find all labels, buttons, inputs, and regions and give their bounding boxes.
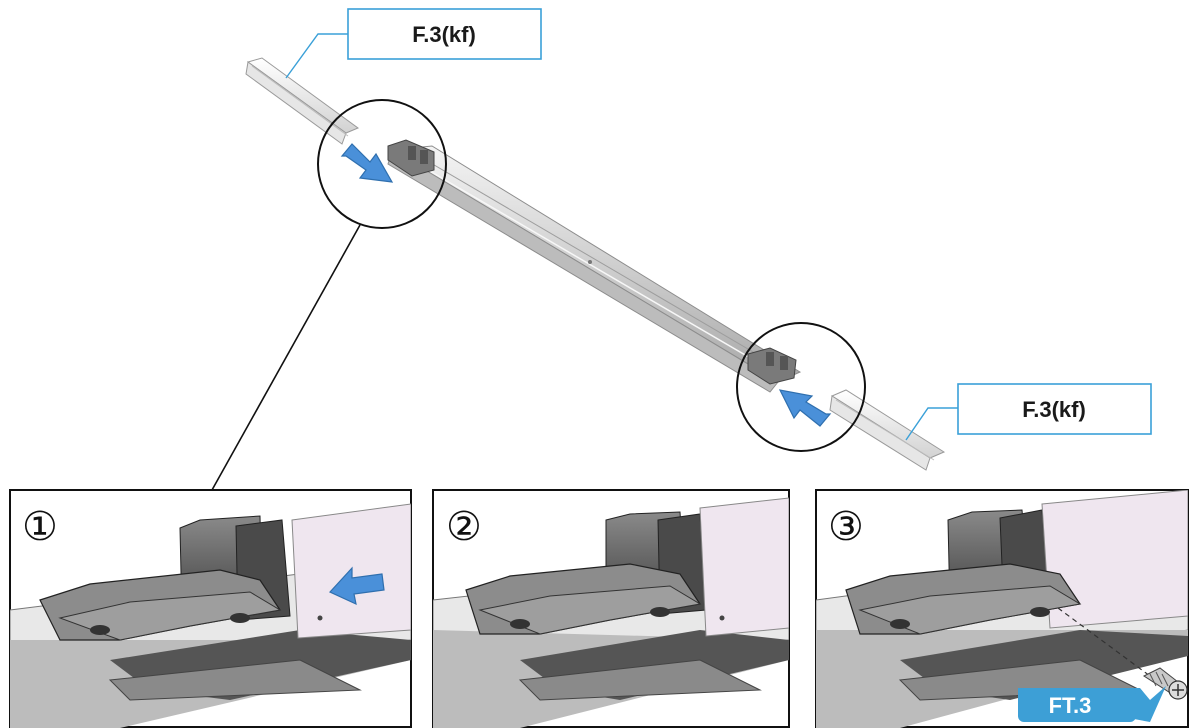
part-label-right: F.3(kf) (1022, 397, 1086, 422)
part-label-top: F.3(kf) (412, 22, 476, 47)
part-label-box (957, 383, 1152, 435)
main-profile (387, 145, 802, 393)
step-number-1: ① (22, 504, 58, 550)
part-callout-top: F.3(kf) (285, 8, 542, 79)
channel-left (245, 57, 360, 145)
overview-drawing (211, 57, 946, 491)
blue-arrow-icon (778, 389, 832, 427)
part-label-box (347, 8, 542, 60)
step-panel-3: ③ FT.3 (815, 489, 1189, 728)
detail-circle-top (317, 99, 447, 229)
part-callout-right: F.3(kf) (905, 383, 1152, 441)
step-panel-2: ② (432, 489, 790, 728)
connector-bottom (747, 347, 797, 385)
fastener-tag: FT.3 (1018, 686, 1166, 722)
step-panel-1: ① (9, 489, 412, 728)
blue-arrow-icon (340, 143, 394, 183)
step-number-3: ③ (828, 504, 864, 550)
screw-icon (1142, 667, 1188, 700)
fastener-tag-label: FT.3 (1049, 693, 1092, 718)
channel-right (829, 389, 946, 471)
detail-leader-line (211, 224, 361, 491)
connector-top (387, 139, 435, 177)
step-number-2: ② (446, 504, 482, 550)
detail-circle-bottom (736, 322, 866, 452)
blue-arrow-icon (329, 566, 385, 606)
